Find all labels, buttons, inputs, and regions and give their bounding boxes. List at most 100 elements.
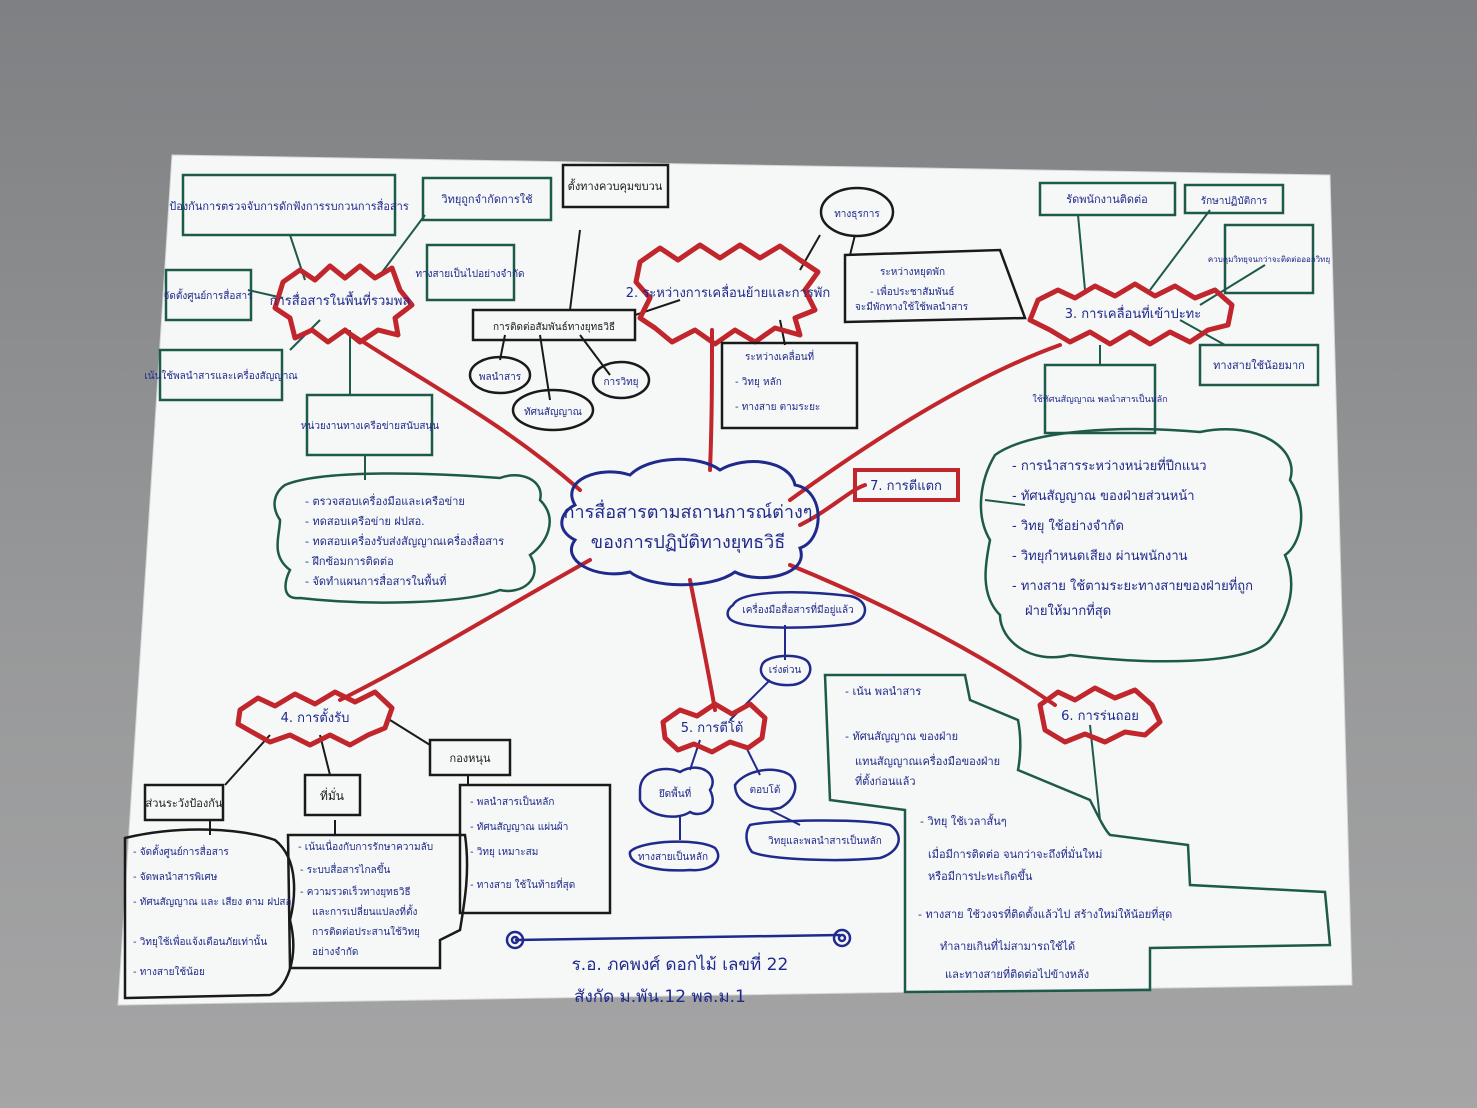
withdraw-item: แทนสัญญาณเครื่องมือของฝ่าย bbox=[855, 753, 1000, 768]
center-title-line2: ของการปฏิบัติทางยุทธวิธี bbox=[591, 532, 785, 553]
withdraw-item: - วิทยุ ใช้เวลาสั้นๆ bbox=[920, 813, 1007, 828]
topic-movement: 2. ระหว่างการเคลื่อนย้ายและการพัก bbox=[626, 284, 830, 301]
security-item: - ทางสายใช้น้อย bbox=[133, 966, 205, 978]
bubble-wire-primary: ทางสายเป็นหลัก bbox=[638, 849, 708, 863]
bubble-seize-area: ยึดพื้นที่ bbox=[659, 786, 692, 800]
assembly-item: - ตรวจสอบเครื่องมือและเครือข่าย bbox=[305, 493, 465, 508]
withdraw-item: ที่ตั้งก่อนแล้ว bbox=[855, 773, 916, 788]
assembly-item: - ฝึกซ้อมการติดต่อ bbox=[305, 555, 394, 568]
assembly-item: - จัดทำแผนการสื่อสารในพื้นที่ bbox=[305, 573, 446, 588]
topic-withdrawal: 6. การร่นถอย bbox=[1061, 709, 1139, 724]
defense-item: - ความรวดเร็วทางยุทธวิธี bbox=[300, 884, 411, 898]
counterattack-shapes bbox=[628, 591, 900, 872]
box-prevent-intercept: ป้องกันการตรวจจับการดักฟังการรบกวนการสื่… bbox=[169, 198, 409, 213]
defense-item: - เน้นเนื่องกับการรักษาความลับ bbox=[298, 839, 433, 853]
signature-name: ร.อ. ภคพงศ์ ดอกไม้ เลขที่ 22 bbox=[572, 952, 789, 975]
bubble-admin: ทางธุรการ bbox=[834, 209, 880, 220]
box-visual-messenger: ใช้ทัศนสัญญาณ พลนำสารเป็นหลัก bbox=[1032, 392, 1167, 405]
movement-boxes bbox=[468, 163, 1027, 432]
moving-item: - วิทยุ หลัก bbox=[735, 377, 782, 388]
paper-sheet bbox=[117, 154, 1353, 1006]
withdraw-outline bbox=[823, 673, 1332, 994]
bubble-radio-messenger: วิทยุและพลนำสารเป็นหลัก bbox=[768, 833, 882, 847]
defense-item: - ระบบสื่อสารไกลขึ้น bbox=[300, 862, 390, 876]
defense-item: อย่างจำกัด bbox=[312, 947, 358, 958]
reserve-item: - ทางสาย ใช้ในท้ายที่สุด bbox=[470, 877, 575, 891]
pursuit-item: - วิทยุกำหนดเสียง ผ่านพนักงาน bbox=[1012, 548, 1188, 564]
bubble-existing-equipment: เครื่องมือสื่อสารที่มีอยู่แล้ว bbox=[742, 602, 853, 616]
defense-list: - เน้นเนื่องกับการรักษาความลับ - ระบบสื่… bbox=[298, 839, 433, 958]
bubble-radio: การวิทยุ bbox=[603, 377, 638, 388]
bubble-visual-signal: ทัศนสัญญาณ bbox=[524, 407, 582, 418]
advance-boxes bbox=[1038, 181, 1320, 435]
security-list: - จัดตั้งศูนย์การสื่อสาร - จัดพลนำสารพิเ… bbox=[133, 844, 295, 978]
topic-defense: 4. การตั้งรับ bbox=[281, 708, 350, 726]
box-wire-minimal: ทางสายใช้น้อยมาก bbox=[1213, 359, 1305, 372]
moving-item: ระหว่างเคลื่อนที่ bbox=[745, 349, 814, 363]
withdraw-item: - เน้น พลนำสาร bbox=[845, 685, 921, 698]
topic-assembly: การสื่อสารในพื้นที่รวมพล bbox=[270, 291, 411, 309]
assembly-list: - ตรวจสอบเครื่องมือและเครือข่าย - ทดสอบเ… bbox=[305, 493, 504, 588]
withdraw-item: และทางสายที่ติดต่อไปข้างหลัง bbox=[945, 966, 1089, 981]
admin-item: - เพื่อประชาสัมพันธ์ bbox=[870, 284, 955, 298]
bubble-counter: ตอบโต้ bbox=[750, 783, 781, 796]
assembly-item: - ทดสอบเครื่องรับส่งสัญญาณเครื่องสื่อสาร bbox=[305, 533, 504, 548]
security-item: - ทัศนสัญญาณ และ เสียง ตาม ฝปสอ. bbox=[133, 896, 295, 908]
withdraw-item: หรือมีการปะทะเกิดขึ้น bbox=[928, 868, 1033, 883]
security-item: - วิทยุใช้เพื่อแจ้งเตือนภัยเท่านั้น bbox=[133, 934, 267, 948]
topic-advance: 3. การเคลื่อนที่เข้าปะทะ bbox=[1065, 305, 1201, 322]
pursuit-item: - วิทยุ ใช้อย่างจำกัด bbox=[1012, 518, 1124, 534]
box-wire-limited: ทางสายเป็นไปอย่างจำกัด bbox=[415, 266, 524, 280]
defense-item: การติดต่อประสานใช้วิทยุ bbox=[312, 926, 420, 938]
pursuit-list: - การนำสารระหว่างหน่วยที่ปีกแนว - ทัศนสั… bbox=[1012, 457, 1253, 619]
withdraw-item: เมื่อมีการติดต่อ จนกว่าจะถึงที่มั่นใหม่ bbox=[928, 846, 1102, 861]
pursuit-list-cloud bbox=[979, 427, 1303, 663]
admin-item: ระหว่างหยุดพัก bbox=[880, 267, 945, 278]
moving-list: ระหว่างเคลื่อนที่ - วิทยุ หลัก - ทางสาย … bbox=[735, 349, 820, 413]
assembly-boxes bbox=[158, 173, 553, 457]
withdraw-item: - ทัศนสัญญาณ ของฝ่าย bbox=[845, 730, 958, 743]
defense-boxes bbox=[123, 738, 612, 1000]
pursuit-item: ฝ่ายให้มากที่สุด bbox=[1025, 602, 1111, 619]
defense-item: และการเปลี่ยนแปลงที่ตั้ง bbox=[312, 904, 417, 918]
box-messenger-signal: เน้นใช้พลนำสารและเครื่องสัญญาณ bbox=[144, 368, 297, 382]
topic-pursuit: 7. การตีแตก bbox=[870, 478, 942, 494]
signature-unit: สังกัด ม.พัน.12 พล.ม.1 bbox=[574, 987, 746, 1007]
moving-item: - ทางสาย ตามระยะ bbox=[735, 402, 820, 413]
center-title-line1: การสื่อสารตามสถานการณ์ต่างๆ bbox=[564, 499, 813, 523]
withdraw-connector bbox=[1089, 724, 1101, 821]
pursuit-item: - ทัศนสัญญาณ ของฝ่ายส่วนหน้า bbox=[1012, 489, 1195, 504]
box-comm-center: จัดตั้งศูนย์การสื่อสาร bbox=[163, 288, 253, 302]
security-item: - จัดพลนำสารพิเศษ bbox=[133, 872, 218, 883]
topic-counterattack: 5. การตีโต้ bbox=[681, 720, 744, 736]
bubble-urgent: เร่งด่วน bbox=[769, 665, 802, 676]
withdraw-item: - ทางสาย ใช้วงจรที่ติดตั้งแล้วไป สร้างให… bbox=[918, 906, 1172, 921]
assembly-list-cloud bbox=[273, 472, 551, 604]
admin-item: จะมีพักทางใช้ใช้พลนำสาร bbox=[855, 301, 969, 313]
security-item: - จัดตั้งศูนย์การสื่อสาร bbox=[133, 844, 229, 858]
admin-list: ระหว่างหยุดพัก - เพื่อประชาสัมพันธ์ จะมี… bbox=[855, 267, 969, 313]
box-tactical-liaison: การติดต่อสัมพันธ์ทางยุทธวิธี bbox=[493, 321, 615, 333]
box-liaison-staff: รัดพนักงานติดต่อ bbox=[1066, 193, 1148, 206]
box-operation-secrecy: รักษาปฏิบัติการ bbox=[1201, 196, 1268, 207]
reserve-item: - วิทยุ เหมาะสม bbox=[470, 847, 538, 858]
box-reserve: กองหนุน bbox=[450, 752, 491, 765]
topic-pursuit-box bbox=[853, 468, 960, 502]
pursuit-item: - ทางสาย ใช้ตามระยะทางสายของฝ่ายที่ถูก bbox=[1012, 577, 1253, 594]
topic-shapes bbox=[235, 242, 1235, 755]
reserve-item: - ทัศนสัญญาณ แผ่นผ้า bbox=[470, 821, 568, 833]
assembly-item: - ทดสอบเครือข่าย ฝปสอ. bbox=[305, 515, 425, 528]
box-security: ส่วนระวังป้องกัน bbox=[146, 797, 223, 810]
sub-connectors-black bbox=[209, 229, 856, 835]
reserve-item: - พลนำสารเป็นหลัก bbox=[470, 794, 554, 808]
withdraw-list: - เน้น พลนำสาร - ทัศนสัญญาณ ของฝ่าย แทนส… bbox=[845, 685, 1172, 981]
box-convoy-control: ตั้งทางควบคุมขบวน bbox=[568, 178, 663, 193]
withdraw-item: ทำลายเกินที่ไม่สามารถใช้ได้ bbox=[940, 938, 1075, 953]
connectors bbox=[338, 328, 1062, 712]
reserve-list: - พลนำสารเป็นหลัก - ทัศนสัญญาณ แผ่นผ้า -… bbox=[470, 794, 575, 891]
pursuit-item: - การนำสารระหว่างหน่วยที่ปีกแนว bbox=[1012, 457, 1207, 474]
signature-scroll bbox=[505, 928, 852, 950]
box-position: ที่มั่น bbox=[320, 787, 344, 803]
box-network-support: หน่วยงานทางเครือข่ายสนับสนุน bbox=[301, 420, 439, 432]
